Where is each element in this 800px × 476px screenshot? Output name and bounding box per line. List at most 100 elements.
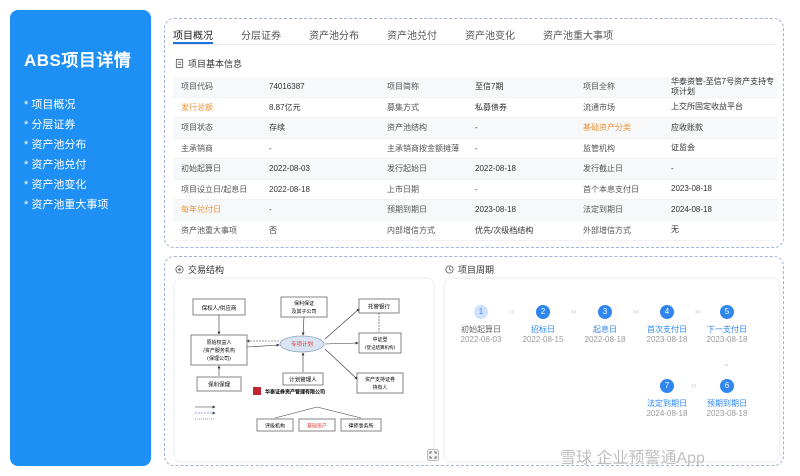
timeline-step-7: 7 法定到期日 2024-08-18 <box>633 379 701 419</box>
step-name: 下一支付日 <box>707 325 747 334</box>
timeline-heading: 项目周期 <box>445 263 494 276</box>
tab-pool-change[interactable]: 资产池变化 <box>465 31 515 42</box>
node-manager-name: 华泰证券资产管理有限公司 <box>265 389 325 396</box>
structure-diagram-panel: 保权人/供应商 原始权益人 /资产服务机构 (保理公司) 保利保理 保利保证 及… <box>175 279 439 461</box>
expand-icon[interactable] <box>427 449 439 461</box>
info-value: - <box>475 143 478 153</box>
node-original-line2: /资产服务机构 <box>203 347 235 354</box>
node-registry-line1: 中证登 <box>372 336 387 343</box>
info-label: 项目状态 <box>181 123 213 133</box>
basic-info-heading: 项目基本信息 <box>175 57 242 70</box>
timeline-panel: 1 初始起算日 2022-08-03 ›› 2 招标日 2022-08-15 ›… <box>445 279 779 461</box>
step-number: 5 <box>720 305 734 319</box>
tab-bar: 项目概况 分层证券 资产池分布 资产池兑付 资产池变化 资产池重大事项 <box>173 23 775 45</box>
info-label: 募集方式 <box>387 102 419 112</box>
info-value: 存续 <box>269 123 285 133</box>
step-date: 2022-08-18 <box>584 335 626 344</box>
node-manager: 计划管理人 <box>289 376 317 384</box>
document-icon <box>175 59 184 68</box>
info-label: 项目简称 <box>387 82 419 92</box>
chevron-right-icon: ›› <box>509 307 515 316</box>
chevron-right-icon: ›› <box>695 307 701 316</box>
info-value: - <box>475 184 478 194</box>
tab-pool-payment[interactable]: 资产池兑付 <box>387 31 437 42</box>
timeline-title: 项目周期 <box>458 265 495 275</box>
node-asset: 基础资产 <box>307 423 327 430</box>
sidebar-item-pool-payment[interactable]: * 资产池兑付 <box>24 159 87 171</box>
chevron-down-icon: ⌄ <box>723 359 730 368</box>
step-name: 起息日 <box>593 325 617 334</box>
clock-icon <box>445 265 454 274</box>
info-value: 2022-08-18 <box>475 164 516 174</box>
info-label: 内部增信方式 <box>387 225 435 235</box>
structure-heading: 交易结构 <box>175 263 224 276</box>
step-number: 1 <box>474 305 488 319</box>
sidebar-item-pool-change[interactable]: * 资产池变化 <box>24 179 87 191</box>
info-label: 项目设立日/起息日 <box>181 184 248 194</box>
structure-timeline-card: 交易结构 项目周期 保权人/供应商 原始权益人 /资产服务机构 (保理公司) 保… <box>164 256 784 466</box>
node-original-line3: (保理公司) <box>207 355 231 362</box>
sidebar-item-overview[interactable]: * 项目概况 <box>24 99 76 111</box>
info-value: 证监会 <box>671 143 695 153</box>
sidebar-item-pool-distribution[interactable]: * 资产池分布 <box>24 139 87 151</box>
info-value: 2023-08-18 <box>475 205 516 215</box>
info-label: 主承销商按金额摊薄 <box>387 143 459 153</box>
sidebar-item-tranches[interactable]: * 分层证券 <box>24 119 76 131</box>
step-date: 2022-08-15 <box>522 335 564 344</box>
step-name: 首次支付日 <box>647 325 687 334</box>
node-guarantee-line2: 及其子公司 <box>291 308 316 315</box>
info-label: 项目代码 <box>181 82 213 92</box>
timeline-step-2: 2 招标日 2022-08-15 <box>509 305 577 345</box>
sidebar-item-pool-events[interactable]: * 资产池重大事项 <box>24 199 109 211</box>
info-value: 私募债券 <box>475 102 507 112</box>
info-value: 华泰资管-至信7号资产支持专项计划 <box>671 76 775 96</box>
step-date: 2023-08-18 <box>706 409 748 418</box>
info-value: 上交所固定收益平台 <box>671 102 743 112</box>
timeline-step-1: 1 初始起算日 2022-08-03 <box>447 305 515 345</box>
info-value: 2023-08-18 <box>671 184 712 194</box>
info-value: 无 <box>671 225 679 235</box>
info-label: 上市日期 <box>387 184 419 194</box>
chevron-right-icon: ›› <box>633 307 639 316</box>
info-label: 监管机构 <box>583 143 615 153</box>
info-value: 应收账款 <box>671 122 703 132</box>
info-value: - <box>671 163 674 173</box>
step-date: 2024-08-18 <box>646 409 688 418</box>
tab-overview[interactable]: 项目概况 <box>173 23 213 44</box>
timeline-step-4: 4 首次支付日 2023-08-18 <box>633 305 701 345</box>
step-number: 7 <box>660 379 674 393</box>
node-plan: 专项计划 <box>291 340 313 348</box>
info-label: 首个本息支付日 <box>583 184 639 194</box>
watermark: 雪球 企业预警通App <box>560 450 705 467</box>
tab-pool-distribution[interactable]: 资产池分布 <box>309 31 359 42</box>
tab-tranches[interactable]: 分层证券 <box>241 31 281 42</box>
sidebar: ABS项目详情 * 项目概况 * 分层证券 * 资产池分布 * 资产池兑付 * … <box>10 10 151 466</box>
info-label: 外部增信方式 <box>583 225 631 235</box>
info-label: 每年兑付日 <box>181 205 221 215</box>
node-investor-line2: 持有人 <box>372 384 387 391</box>
step-number: 6 <box>720 379 734 393</box>
info-label: 基础资产分类 <box>583 123 631 133</box>
sidebar-title: ABS项目详情 <box>24 51 132 70</box>
info-row: 项目状态存续资产池结构-基础资产分类应收账款 <box>173 118 777 139</box>
structure-diagram: 保权人/供应商 原始权益人 /资产服务机构 (保理公司) 保利保理 保利保证 及… <box>190 296 404 432</box>
node-law: 律师事务所 <box>348 423 373 430</box>
step-name: 法定到期日 <box>647 399 687 408</box>
step-name: 初始起算日 <box>461 325 501 334</box>
info-value: 2022-08-18 <box>269 184 310 194</box>
info-label: 流通市场 <box>583 102 615 112</box>
node-guarantor: 保权人/供应商 <box>202 304 237 312</box>
info-label: 预期到期日 <box>387 205 427 215</box>
info-label: 发行总额 <box>181 102 213 112</box>
tab-pool-events[interactable]: 资产池重大事项 <box>543 31 613 42</box>
step-date: 2023-08-18 <box>706 335 748 344</box>
info-value: 74016387 <box>269 82 305 92</box>
info-value: 否 <box>269 225 277 235</box>
chevron-left-icon: ‹‹ <box>691 381 697 390</box>
info-label: 项目全称 <box>583 82 615 92</box>
timeline-step-3: 3 起息日 2022-08-18 <box>571 305 639 345</box>
